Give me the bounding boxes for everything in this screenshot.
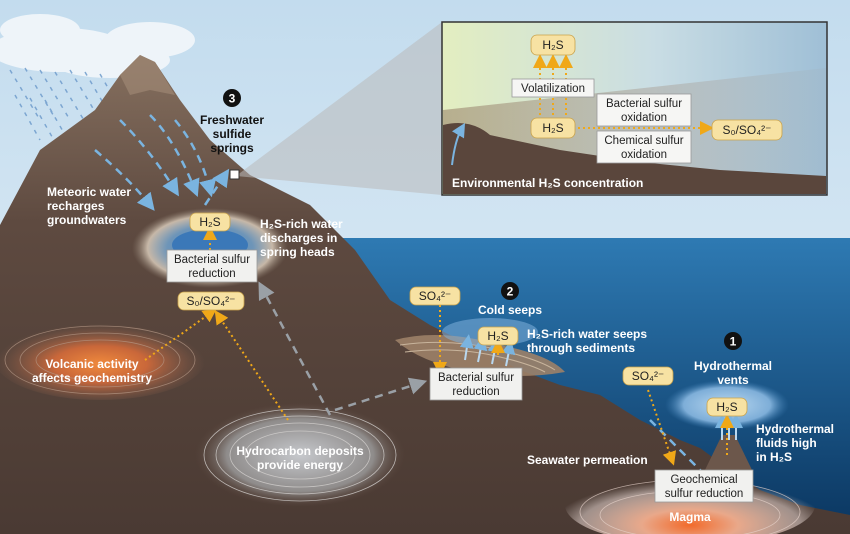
label-environmental-h2s: Environmental H₂S concentration [452, 176, 643, 190]
pill-h2s-seep: H₂S [477, 326, 519, 346]
hydrocarbon-contours [203, 408, 397, 502]
svg-text:H₂S-rich water seeps: H₂S-rich water seeps [527, 327, 647, 341]
box-chemical-oxidation: Chemical sulfur oxidation [596, 130, 692, 164]
zoom-cone [236, 22, 442, 195]
label-hydrothermal-vents: Hydrothermal vents [694, 359, 772, 387]
svg-text:SO₄²⁻: SO₄²⁻ [419, 289, 452, 303]
svg-text:reduction: reduction [188, 268, 235, 280]
svg-text:1: 1 [730, 335, 737, 349]
svg-text:Hydrocarbon deposits: Hydrocarbon deposits [236, 444, 364, 458]
pill-so4-seep: SO₄²⁻ [409, 286, 461, 306]
badge-3: 3 [223, 89, 241, 107]
svg-text:discharges in: discharges in [260, 231, 337, 245]
label-volcanic-activity: Volcanic activity affects geochemistry [32, 357, 152, 385]
svg-text:Volcanic activity: Volcanic activity [45, 357, 138, 371]
label-magma: Magma [669, 510, 711, 524]
label-freshwater-springs: Freshwater sulfide springs [200, 113, 264, 155]
svg-text:3: 3 [229, 92, 236, 106]
svg-text:Bacterial sulfur: Bacterial sulfur [174, 254, 250, 266]
vent-chimney [705, 435, 752, 470]
zoom-marker [229, 169, 240, 180]
svg-text:oxidation: oxidation [621, 112, 667, 124]
svg-text:spring heads: spring heads [260, 245, 335, 259]
svg-text:SO₄²⁻: SO₄²⁻ [632, 369, 665, 383]
label-seawater-permeation: Seawater permeation [527, 453, 648, 467]
svg-text:Chemical sulfur: Chemical sulfur [604, 135, 683, 147]
svg-text:Bacterial sulfur: Bacterial sulfur [606, 98, 682, 110]
box-volatilization: Volatilization [511, 78, 595, 98]
label-hydrocarbon-deposits: Hydrocarbon deposits provide energy [236, 444, 364, 472]
pill-h2s-spring: H₂S [189, 212, 231, 232]
svg-text:in H₂S: in H₂S [756, 450, 792, 464]
box-bacterial-reduction-seep: Bacterial sulfur reduction [429, 367, 523, 401]
svg-text:provide energy: provide energy [257, 458, 343, 472]
seep-rising-arrows [459, 334, 516, 367]
label-h2s-rich-discharge: H₂S-rich water discharges in spring head… [260, 217, 343, 259]
svg-text:reduction: reduction [452, 386, 499, 398]
svg-text:H₂S: H₂S [716, 400, 737, 414]
svg-text:S₀/SO₄²⁻: S₀/SO₄²⁻ [187, 294, 236, 308]
svg-text:Volatilization: Volatilization [521, 83, 585, 95]
pill-s0-so4-spring: S₀/SO₄²⁻ [177, 291, 245, 311]
badge-2: 2 [501, 282, 519, 300]
badge-1: 1 [724, 332, 742, 350]
svg-text:Meteoric water: Meteoric water [47, 185, 131, 199]
mountain-highlight [120, 55, 175, 95]
svg-text:Freshwater: Freshwater [200, 113, 264, 127]
svg-text:oxidation: oxidation [621, 149, 667, 161]
svg-text:springs: springs [210, 141, 254, 155]
svg-text:recharges: recharges [47, 199, 105, 213]
svg-text:sulfide: sulfide [213, 127, 252, 141]
svg-text:2: 2 [507, 285, 514, 299]
sulfur-flow-arrows [144, 226, 734, 466]
svg-text:vents: vents [717, 373, 749, 387]
label-h2s-rich-seeps: H₂S-rich water seeps through sediments [527, 327, 647, 355]
svg-text:H₂S-rich water: H₂S-rich water [260, 217, 343, 231]
label-hydrothermal-fluids: Hydrothermal fluids high in H₂S [756, 422, 834, 464]
svg-text:H₂S: H₂S [542, 121, 563, 135]
pill-s0-so4-inset: S₀/SO₄²⁻ [711, 119, 783, 141]
svg-text:H₂S: H₂S [542, 38, 563, 52]
groundwater-arrows [94, 114, 230, 211]
inset-arrows [533, 54, 714, 135]
pill-so4-vent: SO₄²⁻ [622, 366, 674, 386]
pill-h2s-inset-mid: H₂S [530, 117, 576, 139]
svg-text:groundwaters: groundwaters [47, 213, 127, 227]
label-meteoric-water: Meteoric water recharges groundwaters [47, 185, 131, 227]
pill-h2s-vent: H₂S [706, 397, 748, 417]
svg-text:S₀/SO₄²⁻: S₀/SO₄²⁻ [723, 123, 772, 137]
box-bacterial-reduction-spring: Bacterial sulfur reduction [166, 249, 258, 283]
svg-text:sulfur reduction: sulfur reduction [665, 488, 744, 500]
svg-text:Hydrothermal: Hydrothermal [694, 359, 772, 373]
svg-text:H₂S: H₂S [487, 329, 508, 343]
svg-text:affects geochemistry: affects geochemistry [32, 371, 152, 385]
svg-text:H₂S: H₂S [199, 215, 220, 229]
box-geochemical-reduction: Geochemical sulfur reduction [654, 469, 754, 503]
volcanic-contours [4, 325, 196, 395]
svg-text:Hydrothermal: Hydrothermal [756, 422, 834, 436]
box-bacterial-oxidation: Bacterial sulfur oxidation [596, 93, 692, 127]
svg-text:through sediments: through sediments [527, 341, 635, 355]
hydrocarbon-flow-arrows [258, 281, 428, 416]
svg-text:fluids high: fluids high [756, 436, 817, 450]
svg-text:Bacterial sulfur: Bacterial sulfur [438, 372, 514, 384]
label-cold-seeps: Cold seeps [478, 303, 542, 317]
svg-text:Geochemical: Geochemical [670, 474, 737, 486]
hydrocarbon-deposits [195, 403, 405, 507]
pill-h2s-inset-top: H₂S [530, 34, 576, 56]
